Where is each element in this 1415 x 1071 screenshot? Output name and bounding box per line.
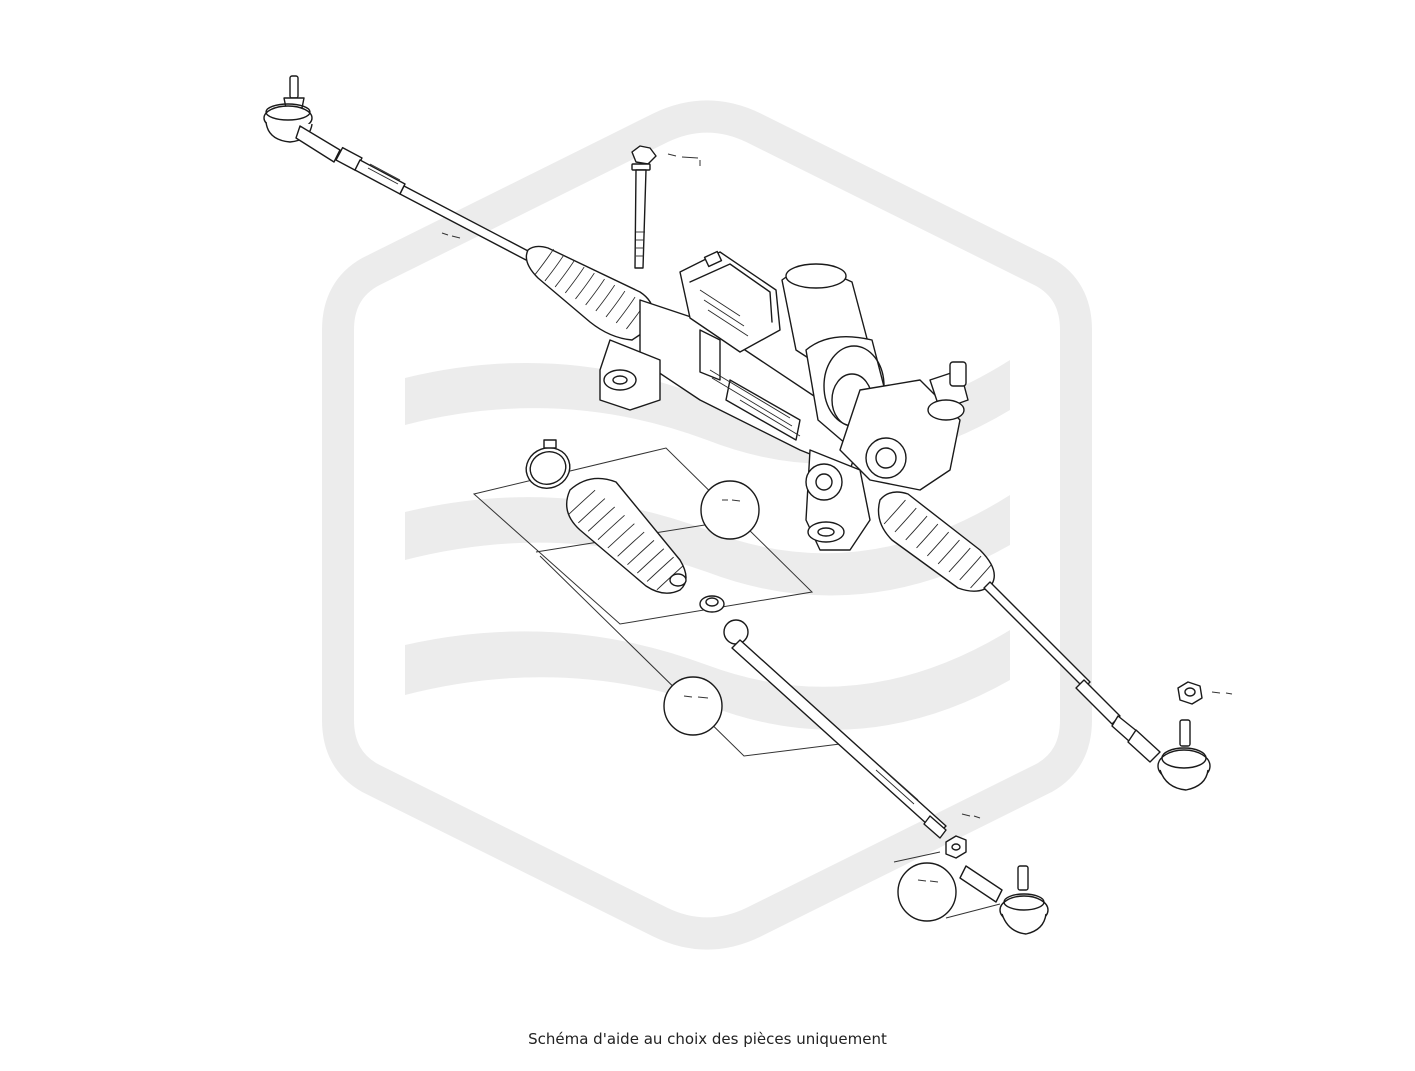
left-tie-rod (354, 159, 531, 261)
right-tie-rod (983, 581, 1161, 763)
callout-circle-kit (700, 480, 760, 540)
left-tie-rod-end (263, 75, 363, 172)
right-bellows (877, 491, 995, 592)
spare-bellows (566, 477, 687, 594)
label-dash-outer-nut (961, 813, 981, 819)
control-unit (679, 250, 781, 353)
watermark-hexagon (322, 100, 1092, 950)
watermark-stripe-3 (405, 630, 1010, 730)
label-dash-bolt (667, 153, 701, 166)
label-dash-left-rod (441, 232, 461, 239)
left-bellows (525, 245, 654, 341)
clamp-ring (525, 439, 571, 489)
gear-housing (839, 361, 969, 491)
label-dash-nut (1211, 691, 1233, 695)
right-nut (1177, 681, 1203, 705)
small-clip (699, 595, 725, 613)
outer-end-nut (945, 835, 967, 859)
callout-circle-inner-rod (663, 676, 723, 736)
rack-housing (599, 299, 861, 471)
inner-tie-rod (723, 619, 947, 839)
label-dash-outer-end (917, 879, 939, 883)
outer-end-frame (893, 851, 1001, 919)
outer-tie-rod-end (959, 865, 1049, 935)
right-bracket (805, 449, 871, 551)
mounting-bolt (631, 145, 657, 269)
diagram-caption: Schéma d'aide au choix des pièces unique… (528, 1030, 887, 1048)
label-dash-inner-rod (683, 695, 709, 699)
label-dash-kit (722, 499, 741, 502)
right-tie-rod-end (1157, 719, 1211, 791)
watermark-stripe-2 (405, 495, 1010, 596)
callout-circle-outer-end (897, 862, 957, 922)
inner-tie-rod-frame (539, 555, 841, 757)
